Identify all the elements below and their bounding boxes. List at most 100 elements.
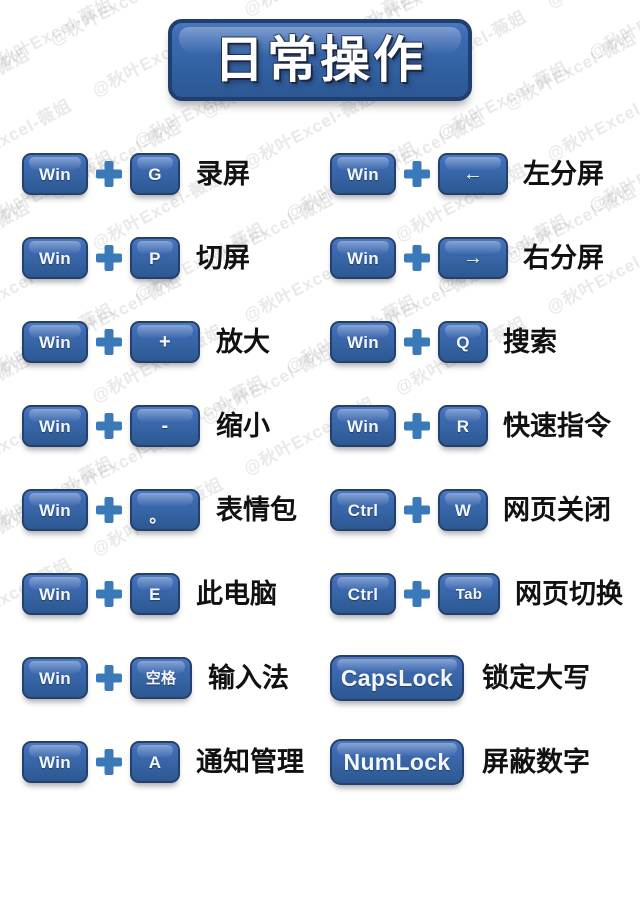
keycap-label: Win (39, 248, 71, 268)
plus-icon (403, 412, 431, 440)
shortcut-description: 切屏 (196, 242, 250, 273)
keycap[interactable]: ← (438, 153, 508, 195)
plus-icon (95, 328, 123, 356)
plus-icon (95, 160, 123, 188)
shortcut-row: Win - 缩小 (0, 384, 320, 468)
keycap-label: 。 (149, 506, 167, 526)
keycap-label: - (161, 415, 169, 437)
keycap-label: Ctrl (347, 584, 379, 604)
shortcut-description: 录屏 (196, 158, 250, 189)
plus-icon (403, 328, 431, 356)
keycap-label: CapsLock (340, 664, 454, 691)
keycap[interactable]: Win (22, 741, 88, 783)
keycap-label: Win (39, 500, 71, 520)
shortcut-description: 网页关闭 (503, 494, 611, 525)
shortcut-description: 缩小 (216, 410, 270, 441)
keycap[interactable]: Win (22, 321, 88, 363)
keycap[interactable]: Win (330, 321, 396, 363)
keycap-label: Win (39, 668, 71, 688)
keycap-label: Win (39, 164, 71, 184)
keycap[interactable]: Ctrl (330, 489, 396, 531)
shortcut-description: 放大 (216, 326, 270, 357)
keycap-label: Win (347, 416, 379, 436)
keycap[interactable]: Ctrl (330, 573, 396, 615)
keycap[interactable]: Win (22, 489, 88, 531)
keycap[interactable]: 空格 (130, 657, 192, 699)
keycap[interactable]: CapsLock (330, 655, 464, 701)
shortcut-description: 屏蔽数字 (482, 746, 590, 777)
keycap[interactable]: G (130, 153, 180, 195)
keycap[interactable]: Tab (438, 573, 500, 615)
plus-icon (403, 244, 431, 272)
plus-icon (95, 580, 123, 608)
shortcut-row: Win 。 表情包 (0, 468, 320, 552)
shortcut-row: NumLock 屏蔽数字 (320, 720, 640, 804)
keycap-label: E (149, 584, 161, 604)
shortcut-row: Win E 此电脑 (0, 552, 320, 636)
keycap[interactable]: Win (22, 237, 88, 279)
plus-icon (95, 664, 123, 692)
keycap-label: + (159, 331, 171, 353)
keycap[interactable]: E (130, 573, 180, 615)
shortcut-description: 表情包 (216, 494, 297, 525)
shortcut-description: 快速指令 (503, 410, 611, 441)
keycap[interactable]: P (130, 237, 180, 279)
keycap-label: R (456, 416, 470, 436)
plus-icon (95, 412, 123, 440)
shortcut-description: 网页切换 (515, 578, 623, 609)
keycap-label: Win (39, 332, 71, 352)
keycap[interactable]: NumLock (330, 739, 464, 785)
shortcut-row: Win A 通知管理 (0, 720, 320, 804)
shortcut-row: Win G 录屏 (0, 132, 320, 216)
shortcut-description: 输入法 (208, 662, 289, 693)
keycap-label: 空格 (145, 669, 177, 687)
keycap[interactable]: R (438, 405, 488, 447)
keycap[interactable]: Win (22, 405, 88, 447)
shortcut-row: Win + 放大 (0, 300, 320, 384)
page-title: 日常操作 (214, 32, 426, 88)
keycap-label: Win (347, 248, 379, 268)
shortcut-row: Ctrl W 网页关闭 (320, 468, 640, 552)
keycap-label: P (149, 248, 161, 268)
keycap[interactable]: - (130, 405, 200, 447)
plus-icon (95, 496, 123, 524)
keycap[interactable]: + (130, 321, 200, 363)
shortcut-description: 搜索 (503, 326, 557, 357)
shortcut-description: 左分屏 (523, 158, 604, 189)
shortcut-description: 右分屏 (523, 242, 604, 273)
keycap[interactable]: W (438, 489, 488, 531)
keycap[interactable]: Win (330, 153, 396, 195)
keycap[interactable]: Q (438, 321, 488, 363)
keycap[interactable]: Win (22, 153, 88, 195)
plus-icon (95, 748, 123, 776)
keycap-label: Tab (455, 585, 483, 603)
shortcut-description: 此电脑 (196, 578, 277, 609)
plus-icon (403, 160, 431, 188)
shortcut-row: Ctrl Tab 网页切换 (320, 552, 640, 636)
shortcut-description: 通知管理 (196, 746, 304, 777)
keycap[interactable]: Win (22, 573, 88, 615)
shortcut-row: Win → 右分屏 (320, 216, 640, 300)
plus-icon (403, 580, 431, 608)
keycap-label: Win (39, 752, 71, 772)
shortcut-row: Win 空格 输入法 (0, 636, 320, 720)
keycap-label: ← (462, 163, 484, 185)
keycap-label: W (454, 500, 472, 520)
plus-icon (95, 244, 123, 272)
keycap[interactable]: Win (330, 237, 396, 279)
shortcut-row: Win R 快速指令 (320, 384, 640, 468)
keycap[interactable]: 。 (130, 489, 200, 531)
shortcut-row: Win Q 搜索 (320, 300, 640, 384)
keycap[interactable]: → (438, 237, 508, 279)
shortcut-row: Win ← 左分屏 (320, 132, 640, 216)
keycap-label: → (462, 247, 484, 269)
keycap-label: Win (39, 416, 71, 436)
keycap[interactable]: Win (330, 405, 396, 447)
plus-icon (403, 496, 431, 524)
keycap[interactable]: A (130, 741, 180, 783)
keycap[interactable]: Win (22, 657, 88, 699)
keycap-label: Q (456, 332, 470, 352)
keycap-label: G (148, 164, 162, 184)
